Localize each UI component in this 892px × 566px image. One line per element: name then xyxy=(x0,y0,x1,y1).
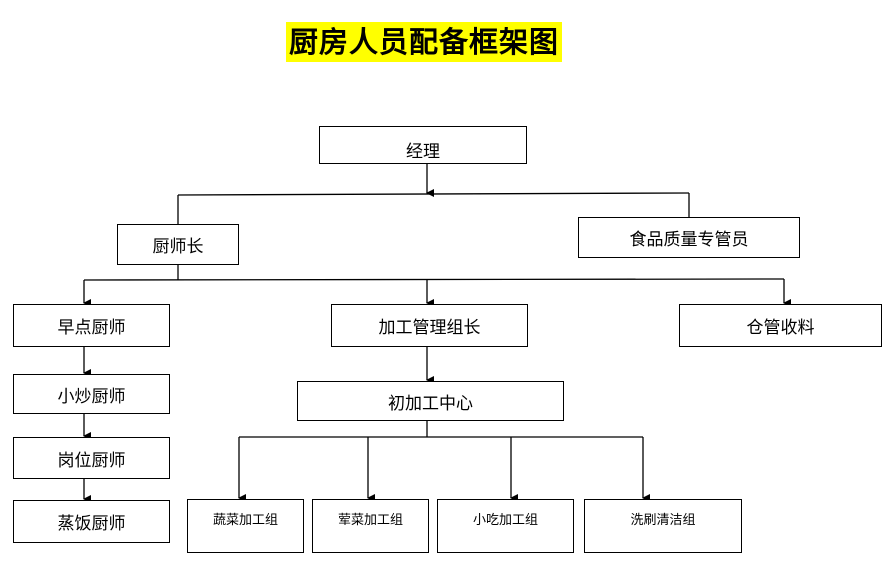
node-processing-leader: 加工管理组长 xyxy=(331,304,528,347)
node-cleaning-group: 洗刷清洁组 xyxy=(584,499,742,553)
node-head-chef: 厨师长 xyxy=(117,224,239,265)
page-title: 厨房人员配备框架图 xyxy=(286,22,562,62)
node-storage-receiving: 仓管收料 xyxy=(679,304,882,347)
node-station-chef: 岗位厨师 xyxy=(13,437,170,479)
node-snack-group: 小吃加工组 xyxy=(437,499,574,553)
node-manager: 经理 xyxy=(319,126,527,164)
connector-level3-bar xyxy=(83,278,785,281)
node-breakfast-chef: 早点厨师 xyxy=(13,304,170,347)
node-wok-chef: 小炒厨师 xyxy=(13,374,170,414)
node-food-quality: 食品质量专管员 xyxy=(578,217,800,258)
node-steamed-rice-chef: 蒸饭厨师 xyxy=(13,500,170,543)
node-vegetable-group: 蔬菜加工组 xyxy=(187,499,304,553)
connector-top-bar xyxy=(177,192,690,196)
node-prep-center: 初加工中心 xyxy=(297,381,564,421)
node-meat-group: 荤菜加工组 xyxy=(312,499,429,553)
